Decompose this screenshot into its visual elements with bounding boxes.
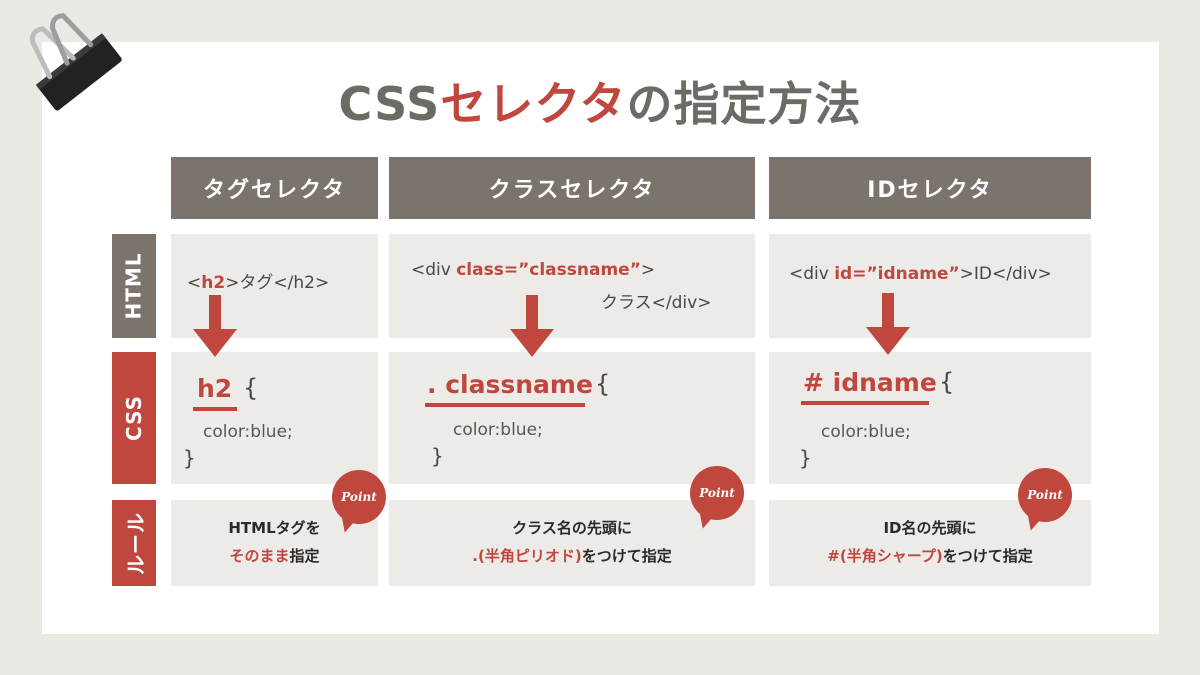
id-html-cell: <div id=”idname”>ID</div> xyxy=(769,234,1091,338)
class-html-post: > xyxy=(640,260,656,280)
tag-rule-highlight: そのまま xyxy=(229,547,290,565)
class-rule-rest: をつけて指定 xyxy=(581,547,672,565)
id-selector: # idname xyxy=(803,368,937,397)
id-selector-underline xyxy=(801,401,929,405)
title-prefix: CSS xyxy=(338,77,441,131)
column-header-tag: タグセレクタ xyxy=(171,157,378,219)
arrow-down-icon xyxy=(510,295,554,357)
tag-html-code: <h2>タグ</h2> xyxy=(187,268,329,293)
tag-html-post: >タグ</h2> xyxy=(225,273,330,293)
class-brace-close: } xyxy=(431,444,444,468)
column-header-class: クラスセレクタ xyxy=(389,157,755,219)
id-brace-open: { xyxy=(939,368,955,396)
tag-selector: h2 xyxy=(197,374,233,403)
class-rule-line1: クラス名の先頭に xyxy=(512,519,632,537)
tag-rule-line2: そのまま指定 xyxy=(171,542,378,570)
class-html-pre: <div xyxy=(411,260,457,280)
id-html-key: id=”idname” xyxy=(834,264,960,284)
tag-html-cell: <h2>タグ</h2> xyxy=(171,234,378,338)
point-bubble-icon: Point xyxy=(690,466,744,520)
id-rule-line1: ID名の先頭に xyxy=(883,519,977,537)
class-rule-text: クラス名の先頭に .(半角ピリオド)をつけて指定 xyxy=(389,514,755,570)
point-bubble-icon: Point xyxy=(1018,468,1072,522)
class-rule-cell: クラス名の先頭に .(半角ピリオド)をつけて指定 xyxy=(389,500,755,586)
row-header-html-label: HTML xyxy=(122,252,146,320)
arrow-down-icon xyxy=(866,293,910,355)
title-accent: セレクタ xyxy=(440,77,627,131)
tag-css-cell: h2 { color:blue; } xyxy=(171,352,378,484)
id-rule-line2: #(半角シャープ)をつけて指定 xyxy=(769,542,1091,570)
id-html-pre: <div xyxy=(789,264,835,284)
tag-brace-close: } xyxy=(183,446,196,470)
title-suffix: の指定方法 xyxy=(626,77,862,131)
row-header-css-label: CSS xyxy=(122,395,146,441)
tag-rule-line1: HTMLタグを xyxy=(228,519,321,537)
class-html-code: <div class=”classname”> xyxy=(411,260,655,280)
row-header-rule-label: ルール xyxy=(123,511,148,575)
class-html-cell: <div class=”classname”> クラス</div> xyxy=(389,234,755,338)
id-rule-highlight: #(半角シャープ) xyxy=(827,547,943,565)
binder-clip-icon xyxy=(29,12,122,111)
id-rule-text: ID名の先頭に #(半角シャープ)をつけて指定 xyxy=(769,514,1091,570)
id-html-code: <div id=”idname”>ID</div> xyxy=(789,264,1052,284)
tag-brace-open: { xyxy=(243,374,259,402)
page-title: CSSセレクタの指定方法 xyxy=(0,68,1200,134)
class-brace-open: { xyxy=(595,370,611,398)
id-html-post: >ID</div> xyxy=(959,264,1052,284)
row-header-css: CSS xyxy=(112,352,156,484)
tag-rule-text: HTMLタグを そのまま指定 xyxy=(171,514,378,570)
id-brace-close: } xyxy=(799,446,812,470)
tag-selector-underline xyxy=(193,407,237,411)
tag-css-body: color:blue; xyxy=(203,422,293,442)
row-header-html: HTML xyxy=(112,234,156,338)
class-rule-line2: .(半角ピリオド)をつけて指定 xyxy=(389,542,755,570)
class-selector-underline xyxy=(425,403,585,407)
tag-rule-cell: HTMLタグを そのまま指定 xyxy=(171,500,378,586)
tag-html-pre: < xyxy=(187,273,202,293)
row-header-rule: ルール xyxy=(112,500,156,586)
class-html-key: class=”classname” xyxy=(456,260,641,280)
class-css-body: color:blue; xyxy=(453,420,543,440)
column-header-id: IDセレクタ xyxy=(769,157,1091,219)
tag-html-key: h2 xyxy=(201,273,226,293)
class-html-line2: クラス</div> xyxy=(601,293,712,313)
tag-rule-rest: 指定 xyxy=(289,547,320,565)
point-bubble-icon: Point xyxy=(332,470,386,524)
id-css-cell: # idname { color:blue; } xyxy=(769,352,1091,484)
id-rule-rest: をつけて指定 xyxy=(942,547,1033,565)
class-rule-highlight: .(半角ピリオド) xyxy=(472,547,582,565)
class-selector: . classname xyxy=(427,370,593,399)
id-css-body: color:blue; xyxy=(821,422,911,442)
arrow-down-icon xyxy=(193,295,237,357)
class-css-cell: . classname { color:blue; } xyxy=(389,352,755,484)
